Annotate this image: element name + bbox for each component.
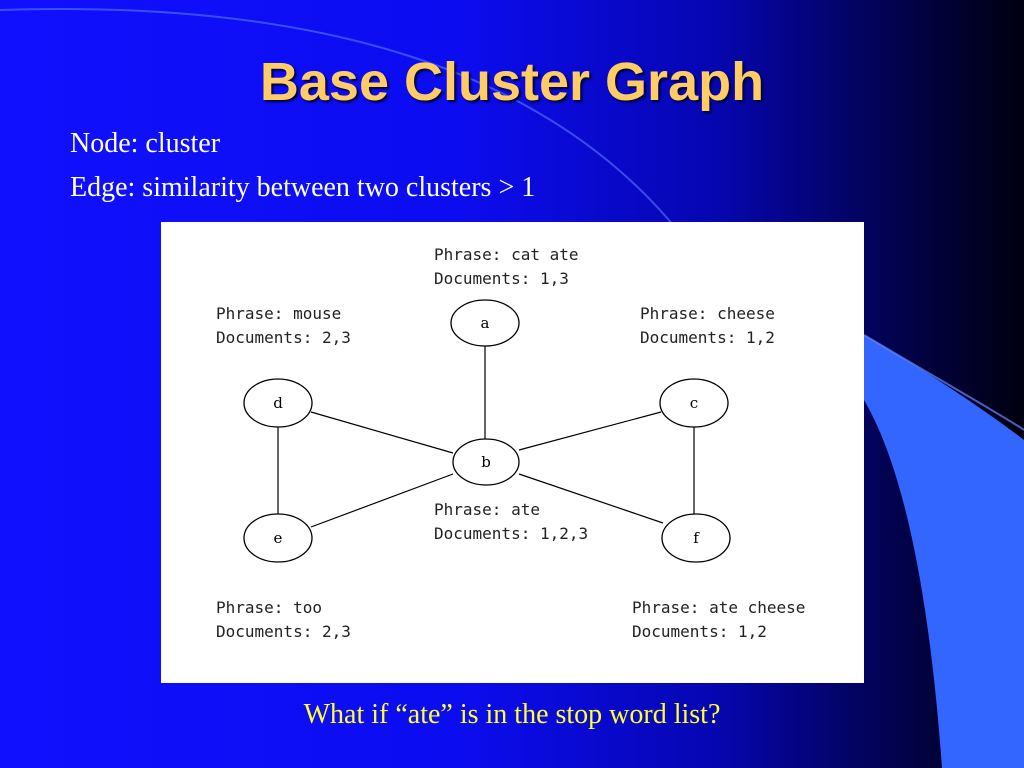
info-d: Phrase: mouse Documents: 2,3 — [216, 304, 351, 347]
svg-text:a: a — [481, 314, 490, 332]
edge-f-b — [518, 473, 664, 524]
info-f: Phrase: ate cheese Documents: 1,2 — [632, 598, 805, 641]
svg-text:b: b — [481, 453, 491, 471]
slide-title: Base Cluster Graph — [259, 52, 765, 112]
svg-text:Documents: 2,3: Documents: 2,3 — [216, 622, 351, 641]
svg-text:d: d — [273, 394, 283, 412]
info-c: Phrase: cheese Documents: 1,2 — [640, 304, 775, 347]
stop-word-question: What if “ate” is in the stop word list? — [303, 699, 721, 730]
info-a: Phrase: cat ate Documents: 1,3 — [434, 245, 579, 288]
info-b: Phrase: ate Documents: 1,2,3 — [434, 500, 588, 543]
node-a: a — [450, 299, 520, 347]
node-d: d — [243, 378, 313, 428]
node-f: f — [661, 513, 731, 563]
svg-text:Documents: 1,2,3: Documents: 1,2,3 — [434, 524, 588, 543]
edge-d-b — [310, 411, 454, 454]
svg-text:Phrase: ate cheese: Phrase: ate cheese — [632, 598, 805, 617]
svg-text:Documents: 2,3: Documents: 2,3 — [216, 328, 351, 347]
edge-e-b — [310, 473, 454, 528]
cluster-graph: a b c d e f Phrase: cat ate Documents: 1… — [216, 245, 805, 641]
svg-text:Documents: 1,2: Documents: 1,2 — [632, 622, 767, 641]
bullet-edge-definition: Edge: similarity between two clusters > … — [70, 172, 536, 203]
svg-text:Phrase: cheese: Phrase: cheese — [640, 304, 775, 323]
svg-text:Documents: 1,2: Documents: 1,2 — [640, 328, 775, 347]
svg-text:Documents: 1,3: Documents: 1,3 — [434, 269, 569, 288]
node-b: b — [452, 438, 520, 486]
svg-text:e: e — [274, 529, 283, 547]
node-e: e — [243, 513, 313, 563]
graph-edges — [277, 346, 695, 528]
svg-text:Phrase: ate: Phrase: ate — [434, 500, 540, 519]
edge-c-b — [518, 411, 662, 451]
svg-text:f: f — [693, 529, 700, 547]
svg-text:Phrase: mouse: Phrase: mouse — [216, 304, 341, 323]
cluster-graph-panel: a b c d e f Phrase: cat ate Documents: 1… — [161, 222, 864, 683]
svg-text:c: c — [690, 394, 698, 412]
svg-text:Phrase: too: Phrase: too — [216, 598, 322, 617]
info-e: Phrase: too Documents: 2,3 — [216, 598, 351, 641]
node-c: c — [659, 378, 729, 428]
bullet-node-definition: Node: cluster — [70, 128, 221, 159]
svg-text:Phrase: cat ate: Phrase: cat ate — [434, 245, 579, 264]
